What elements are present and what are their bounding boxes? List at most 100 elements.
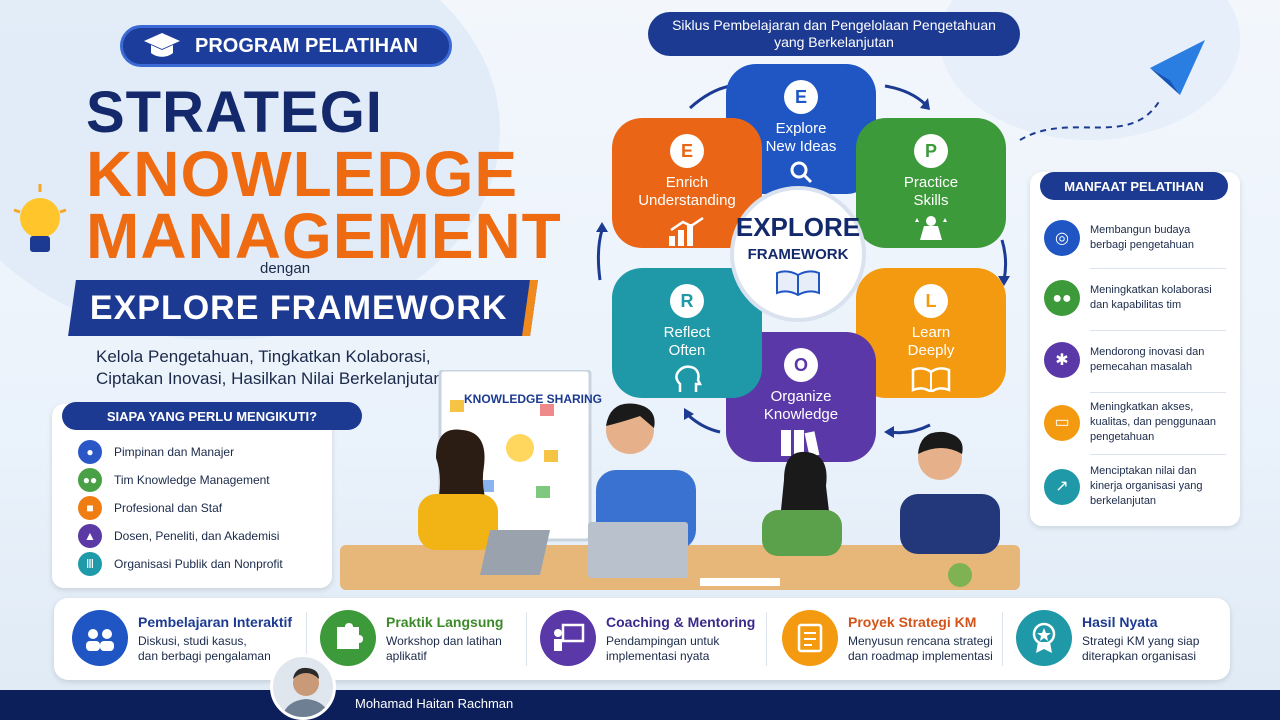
feature-desc: Menyusun rencana strategi — [848, 634, 993, 648]
audience-item: Ⅲ Organisasi Publik dan Nonprofit — [78, 552, 283, 576]
divider — [1090, 330, 1226, 331]
team-icon: ●● — [1044, 280, 1080, 316]
subtitle-line: Kelola Pengetahuan, Tingkatkan Kolaboras… — [96, 347, 431, 366]
feature-desc: aplikatif — [386, 649, 427, 663]
person-icon: ● — [78, 440, 102, 464]
feature-desc: Workshop dan latihan — [386, 634, 502, 648]
puzzle-icon — [320, 610, 376, 666]
subtitle-line: Ciptakan Inovasi, Hasilkan Nilai Berkela… — [96, 369, 443, 388]
stage-letter: O — [784, 348, 818, 382]
checklist-icon — [782, 610, 838, 666]
stage-letter: R — [670, 284, 704, 318]
stage-letter: L — [914, 284, 948, 318]
feature-desc: diterapkan organisasi — [1082, 649, 1197, 663]
divider — [1090, 392, 1226, 393]
stage-label: Reflect — [663, 324, 711, 341]
framework-banner-text: EXPLORE FRAMEWORK — [90, 288, 508, 327]
divider — [1002, 612, 1003, 666]
benefit-text: Menciptakan nilai dan — [1090, 465, 1197, 477]
audience-card: SIAPA YANG PERLU MENGIKUTI? ● Pimpinan d… — [52, 402, 362, 588]
benefit-item: ●● Meningkatkan kolaborasi dan kapabilita… — [1044, 280, 1230, 316]
audience-item-label: Profesional dan Staf — [114, 501, 223, 515]
presentation-icon — [540, 610, 596, 666]
stage-label: Deeply — [907, 342, 955, 359]
avatar — [270, 654, 336, 720]
presenter-name: Mohamad Haitan Rachman — [355, 696, 514, 711]
stage-label: Learn — [911, 324, 951, 341]
binders-icon — [781, 430, 820, 456]
audience-item-label: Tim Knowledge Management — [114, 473, 270, 487]
feature-desc: Strategi KM yang siap — [1082, 634, 1200, 648]
benefits-card: MANFAAT PELATIHAN ◎ Membangun budaya berb… — [1030, 172, 1240, 526]
benefit-item: ▭ Meningkatkan akses, kualitas, dan pengg… — [1044, 400, 1230, 445]
framework-center-subtitle: FRAMEWORK — [747, 245, 849, 263]
benefit-item: ↗ Menciptakan nilai dan kinerja organisas… — [1044, 464, 1230, 509]
benefit-text: Membangun budaya — [1090, 224, 1191, 236]
stage-label: Often — [668, 342, 706, 359]
benefit-text: pemecahan masalah — [1090, 361, 1193, 373]
stage-letter: E — [784, 80, 818, 114]
graduation-icon: ▲ — [78, 524, 102, 548]
benefit-text: berbagi pengetahuan — [1090, 239, 1194, 251]
divider — [1090, 268, 1226, 269]
search-icon — [790, 161, 813, 184]
book-icon — [911, 367, 951, 392]
audience-item: ■ Profesional dan Staf — [78, 496, 222, 520]
discussion-icon — [72, 610, 128, 666]
feature-desc: implementasi nyata — [606, 649, 710, 663]
stage-letter: P — [914, 134, 948, 168]
benefit-text: Meningkatkan akses, — [1090, 401, 1194, 413]
feature-desc: dan roadmap implementasi — [848, 649, 993, 663]
benefits-heading: MANFAAT PELATIHAN — [1040, 172, 1228, 200]
meeting-scene-illustration — [340, 370, 1020, 590]
stage-label: Explore — [775, 120, 827, 137]
title-line-1: STRATEGI — [86, 80, 383, 145]
feature-title: Pembelajaran Interaktif — [138, 614, 293, 630]
benefit-text: dan kapabilitas tim — [1090, 299, 1182, 311]
award-icon — [1016, 610, 1072, 666]
stage-label: Organize — [770, 388, 832, 405]
program-pill: PROGRAM PELATIHAN — [120, 25, 452, 67]
feature-desc: Pendampingan untuk — [606, 634, 720, 648]
growth-chart-icon: ↗ — [1044, 468, 1080, 505]
title-connector: dengan — [260, 260, 311, 277]
board-title: KNOWLEDGE SHARING — [464, 392, 602, 406]
cycle-arrows — [596, 80, 1010, 438]
open-book-icon — [776, 269, 820, 296]
briefcase-icon: ■ — [78, 496, 102, 520]
audience-item-label: Dosen, Peneliti, dan Akademisi — [114, 529, 280, 543]
feature-title: Praktik Langsung — [386, 614, 504, 630]
feature-title: Coaching & Mentoring — [606, 614, 756, 630]
program-label: PROGRAM PELATIHAN — [195, 34, 418, 57]
stage-label: Understanding — [638, 192, 736, 209]
benefit-text: pengetahuan — [1090, 431, 1155, 443]
framework-center: EXPLORE FRAMEWORK — [730, 186, 866, 322]
team-icon: ●● — [78, 468, 102, 492]
audience-item: ●● Tim Knowledge Management — [78, 468, 270, 492]
stage-label: Skills — [913, 192, 949, 209]
stage-label: Knowledge — [763, 406, 839, 423]
stage-label: Enrich — [665, 174, 709, 191]
stage-reflect: R Reflect Often — [612, 268, 762, 398]
cycle-title-line: yang Berkelanjutan — [774, 34, 894, 50]
target-icon: ◎ — [1044, 220, 1080, 256]
audience-item: ● Pimpinan dan Manajer — [78, 440, 234, 464]
framework-center-title: EXPLORE — [735, 211, 861, 242]
stage-learn: L Learn Deeply — [856, 268, 1006, 398]
stage-letter: E — [670, 134, 704, 168]
lightbulb-icon — [13, 184, 67, 252]
divider — [526, 612, 527, 666]
subtitle: Kelola Pengetahuan, Tingkatkan Kolaboras… — [96, 346, 456, 390]
paper-plane-icon — [1019, 40, 1205, 141]
monitor-icon: ▭ — [1044, 404, 1080, 441]
benefit-text: kualitas, dan penggunaan — [1090, 416, 1216, 428]
achievement-icon — [915, 216, 947, 240]
audience-item-label: Pimpinan dan Manajer — [114, 445, 235, 459]
benefit-text: Meningkatkan kolaborasi — [1090, 284, 1212, 296]
benefit-text: berkelanjutan — [1090, 495, 1157, 507]
mind-icon — [675, 365, 702, 392]
divider — [306, 612, 307, 666]
benefit-text: kinerja organisasi yang — [1090, 480, 1203, 492]
